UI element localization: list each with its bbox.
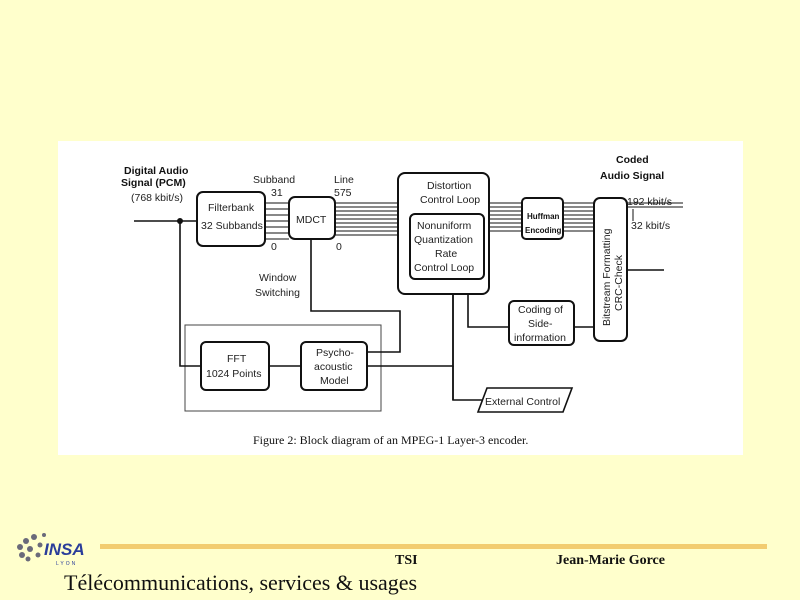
external-control-block: [476, 387, 574, 413]
external-control-label: External Control: [485, 396, 560, 408]
output-title-line1: Coded: [616, 154, 649, 166]
external-control-line: [452, 294, 483, 401]
psycho-label-3: Model: [320, 375, 349, 387]
side-label-3: information: [514, 332, 566, 344]
bitstream-label-2: CRC-Check: [613, 254, 625, 311]
distortion-to-side-line: [467, 294, 509, 328]
footer-rule: [100, 544, 767, 549]
line-top: 575: [334, 187, 352, 199]
footer-subtitle: Télécommunications, services & usages: [64, 570, 418, 595]
huffman-block: [521, 197, 564, 240]
distortion-label-1: Distortion: [427, 180, 472, 192]
line-bottom: 0: [336, 241, 342, 253]
footer-author: Jean-Marie Gorce: [556, 553, 665, 568]
input-title-line2: Signal (PCM): [121, 177, 186, 189]
bitstream-block: [593, 197, 628, 342]
filterbank-label-1: Filterbank: [208, 202, 255, 214]
quant-label-2: Quantization: [414, 234, 473, 246]
filterbank-label-2: 32 Subbands: [201, 220, 263, 232]
quantized-bus: [489, 202, 522, 232]
quant-label-1: Nonuniform: [417, 220, 472, 232]
side-info-block: [508, 300, 575, 346]
subband-label: Subband: [253, 174, 295, 186]
quant-label-4: Control Loop: [414, 262, 474, 274]
window-switching-line: [310, 239, 401, 353]
fft-block: [200, 341, 270, 391]
bitstream-label-1: Bitstream Formatting: [601, 228, 613, 326]
logo-text: INSA: [44, 540, 85, 559]
psycho-to-distortion-line: [367, 294, 454, 367]
logo-subtext: LYON: [56, 561, 77, 567]
distortion-label-2: Control Loop: [420, 194, 480, 206]
figure-caption: Figure 2: Block diagram of an MPEG-1 Lay…: [253, 433, 528, 447]
window-switching-label-1: Window: [259, 272, 297, 284]
window-switching-label-2: Switching: [255, 287, 300, 299]
output-rate-2: 32 kbit/s: [631, 220, 670, 232]
quantization-block: [409, 213, 485, 280]
quant-label-3: Rate: [435, 248, 457, 260]
input-rate: (768 kbit/s): [131, 192, 183, 204]
mdct-label: MDCT: [296, 214, 327, 226]
footer-course: TSI: [395, 553, 418, 568]
psycho-label-2: acoustic: [314, 361, 353, 373]
subband-bus: [265, 202, 289, 240]
side-label-1: Coding of: [518, 304, 563, 316]
line-bus: [335, 202, 398, 236]
insa-logo: INSA LYON: [17, 533, 85, 567]
huffman-bus: [563, 202, 594, 232]
fft-label-1: FFT: [227, 353, 247, 365]
fft-label-2: 1024 Points: [206, 368, 261, 380]
mpeg-encoder-diagram: Digital Audio Signal (PCM) (768 kbit/s) …: [121, 154, 683, 447]
output-title-line2: Audio Signal: [600, 170, 664, 182]
input-title-line1: Digital Audio: [124, 165, 188, 177]
huffman-label-1: Huffman: [527, 212, 560, 221]
figure-panel: Digital Audio Signal (PCM) (768 kbit/s) …: [58, 141, 743, 455]
psycho-label-1: Psycho-: [316, 347, 354, 359]
filterbank-block: [196, 191, 266, 247]
input-to-fft-line: [179, 221, 201, 367]
subband-top: 31: [271, 187, 283, 199]
mdct-block: [288, 196, 336, 240]
side-label-2: Side-: [528, 318, 553, 330]
line-label: Line: [334, 174, 354, 186]
subband-bottom: 0: [271, 241, 277, 253]
huffman-label-2: Encoding: [525, 226, 562, 235]
psychoacoustic-group-frame: [184, 324, 382, 412]
output-rate-1: 192 kbit/s: [627, 196, 672, 208]
